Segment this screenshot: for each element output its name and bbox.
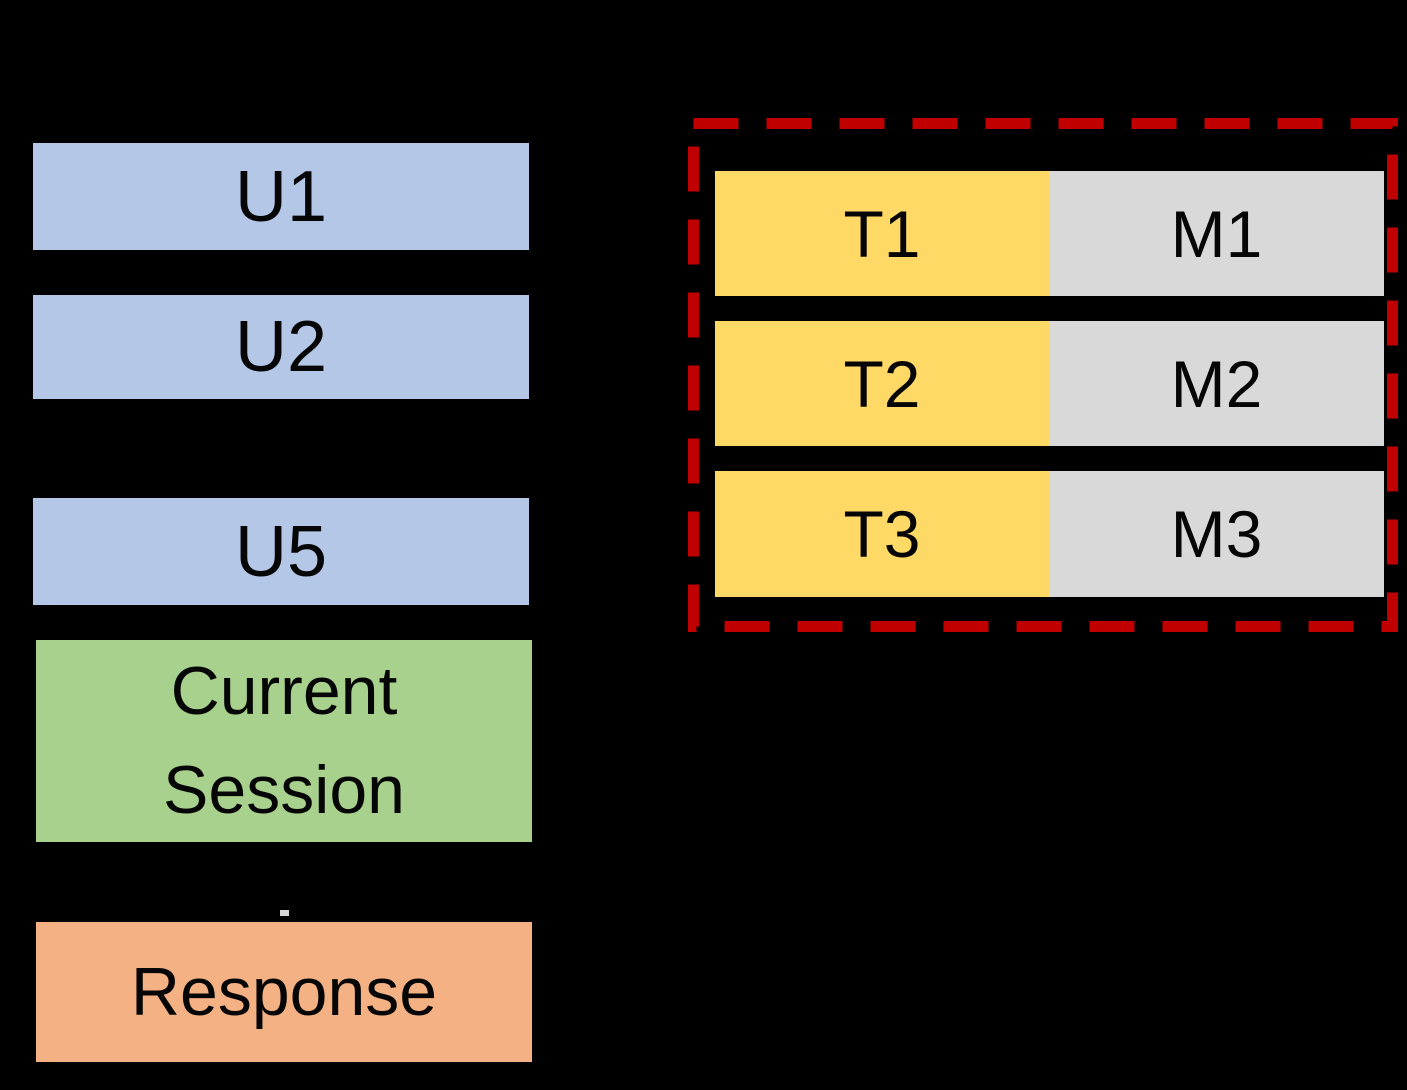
memory-cell-m3: M3 <box>1049 471 1384 597</box>
memory-cell-m2: M2 <box>1049 321 1384 446</box>
utterance-box-u1: U1 <box>33 143 529 250</box>
utterance-box-u2: U2 <box>33 295 529 399</box>
current-session-box: Current Session <box>36 640 532 842</box>
trigger-cell-t2: T2 <box>715 321 1049 446</box>
trigger-cell-t3: T3 <box>715 471 1049 597</box>
response-box: Response <box>36 922 532 1062</box>
trigger-cell-t1: T1 <box>715 171 1049 296</box>
memory-cell-m1: M1 <box>1049 171 1384 296</box>
utterance-box-u5: U5 <box>33 498 529 605</box>
arrowhead-artifact <box>280 910 289 916</box>
